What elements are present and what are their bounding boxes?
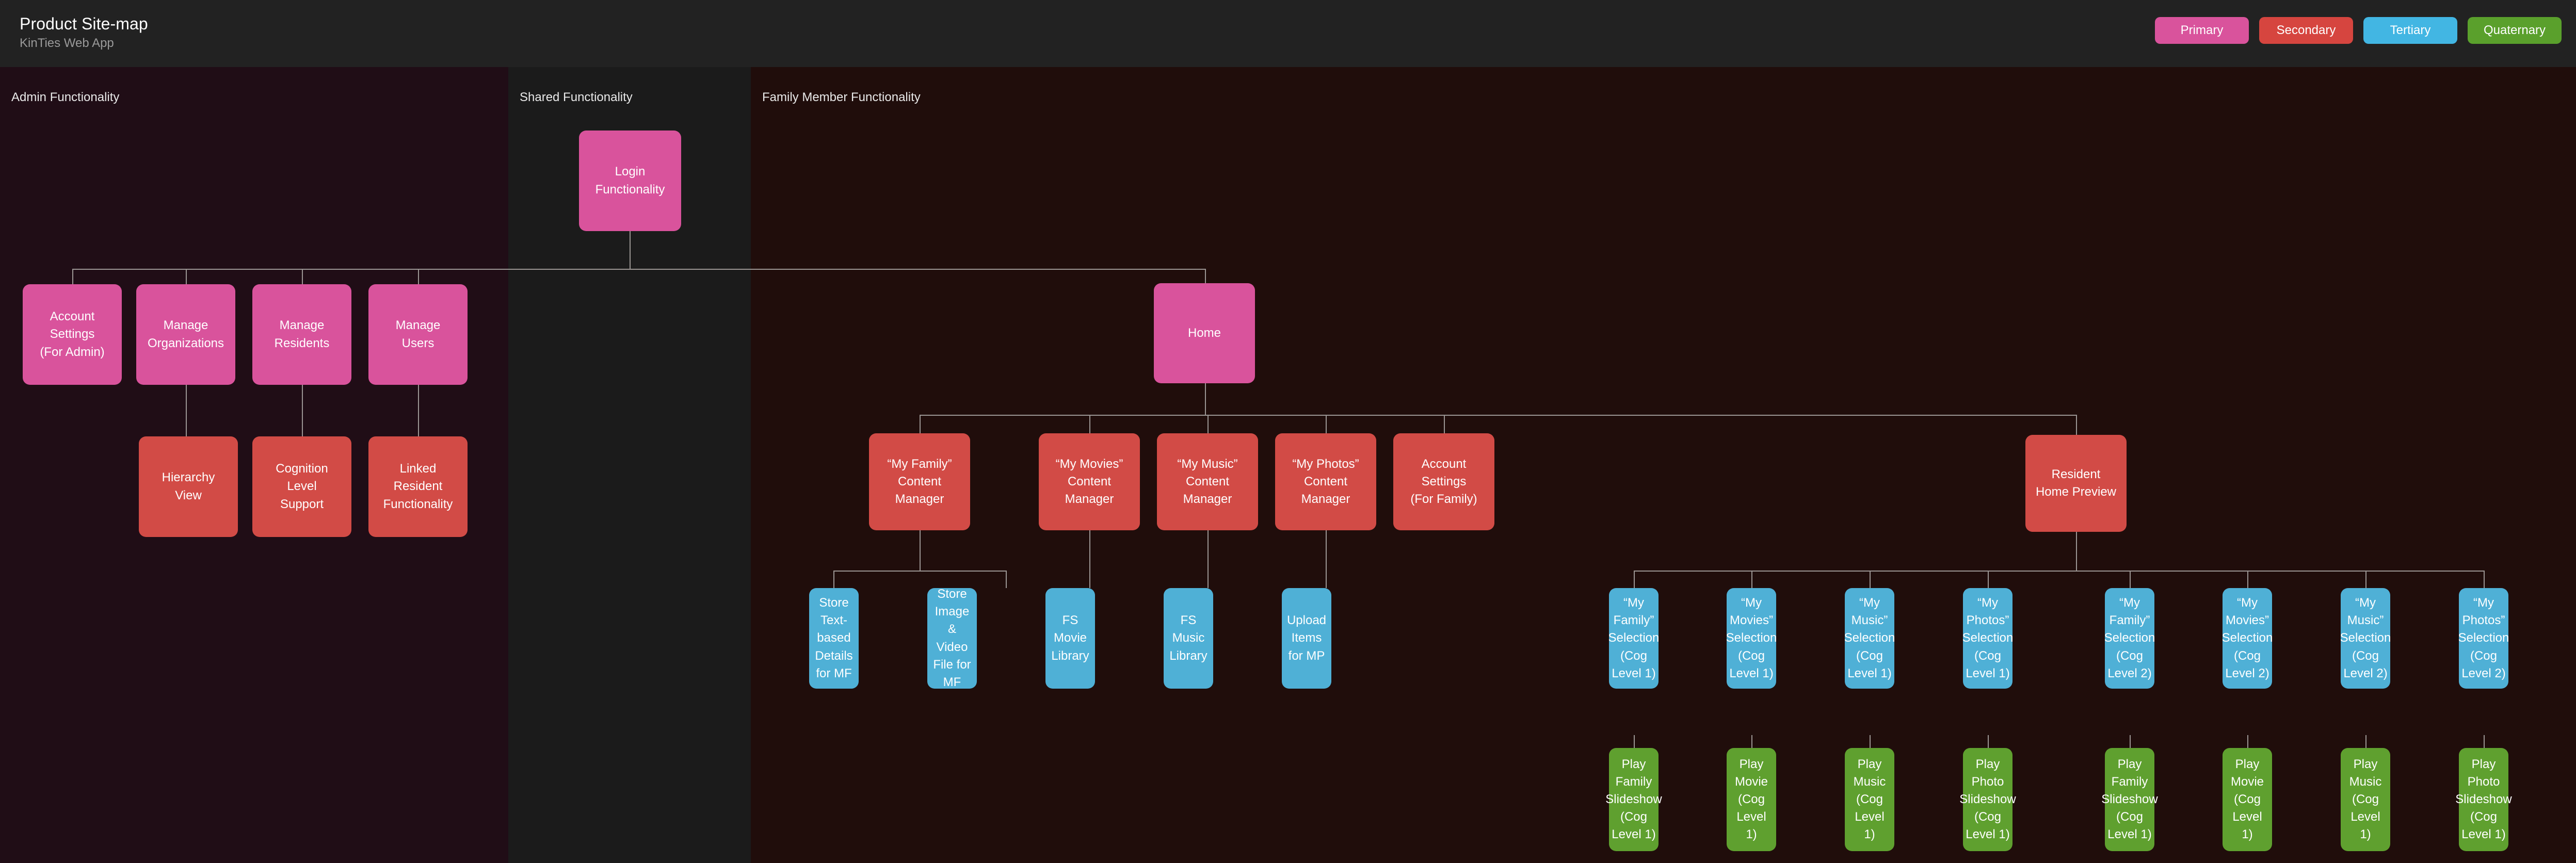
sitemap-node-cognition-level[interactable]: Cognition Level Support <box>252 436 351 537</box>
connector-line <box>302 337 303 436</box>
sitemap-node-hierarchy-view[interactable]: Hierarchy View <box>139 436 238 537</box>
sitemap-node-sel-photos-1[interactable]: “My Photos” Selection (Cog Level 1) <box>1962 588 2013 689</box>
sitemap-node-sel-music-2[interactable]: “My Music” Selection (Cog Level 2) <box>2340 588 2391 689</box>
sitemap-node-play-music-1[interactable]: Play Music (Cog Level 1) <box>1845 748 1894 851</box>
connector-line <box>2130 735 2131 748</box>
sitemap-node-manage-users[interactable]: Manage Users <box>368 284 468 385</box>
connector-line <box>1988 571 1989 588</box>
connector-line <box>2365 571 2366 588</box>
sitemap-node-sel-music-1[interactable]: “My Music” Selection (Cog Level 1) <box>1844 588 1895 689</box>
connector-line <box>1089 415 1090 433</box>
sitemap-node-home[interactable]: Home <box>1154 283 1255 383</box>
connector-line <box>1634 571 2484 572</box>
connector-line <box>1988 735 1989 748</box>
legend: Primary Secondary Tertiary Quaternary <box>2155 17 2562 44</box>
connector-line <box>1870 735 1871 748</box>
connector-line <box>2130 571 2131 588</box>
connector-line <box>1205 383 1206 415</box>
sitemap-node-cm-movies[interactable]: “My Movies” Content Manager <box>1039 433 1140 530</box>
legend-chip-primary[interactable]: Primary <box>2155 17 2249 44</box>
sitemap-node-play-family-1[interactable]: Play Family Slideshow (Cog Level 1) <box>1605 748 1662 851</box>
sitemap-node-play-music-2[interactable]: Play Music (Cog Level 1) <box>2341 748 2390 851</box>
connector-line <box>1870 571 1871 588</box>
sitemap-node-sel-movies-1[interactable]: “My Movies” Selection (Cog Level 1) <box>1726 588 1777 689</box>
sitemap-node-play-family-2[interactable]: Play Family Slideshow (Cog Level 1) <box>2101 748 2158 851</box>
connector-line <box>2247 571 2248 588</box>
connector-line <box>1006 571 1007 588</box>
connector-line <box>418 337 419 436</box>
sitemap-node-upload-mp[interactable]: Upload Items for MP <box>1282 588 1331 689</box>
connector-line <box>2076 532 2077 571</box>
connector-line <box>1751 735 1752 748</box>
connector-line <box>2484 735 2485 748</box>
column-label: Family Member Functionality <box>762 90 921 104</box>
connector-line <box>920 415 921 433</box>
sitemap-node-cm-photos[interactable]: “My Photos” Content Manager <box>1275 433 1376 530</box>
sitemap-node-sel-movies-2[interactable]: “My Movies” Selection (Cog Level 2) <box>2222 588 2273 689</box>
sitemap-node-store-text[interactable]: Store Text-based Details for MF <box>809 588 859 689</box>
connector-line <box>1751 571 1752 588</box>
sitemap-node-sel-photos-2[interactable]: “My Photos” Selection (Cog Level 2) <box>2458 588 2509 689</box>
connector-line <box>1444 415 1445 433</box>
connector-line <box>1205 269 1206 283</box>
connector-line <box>186 337 187 436</box>
connector-line <box>2365 735 2366 748</box>
connector-line <box>630 201 631 269</box>
sitemap-node-cm-music[interactable]: “My Music” Content Manager <box>1157 433 1258 530</box>
sitemap-node-store-image[interactable]: Store Image & Video File for MF <box>927 587 977 689</box>
sitemap-node-cm-family[interactable]: “My Family” Content Manager <box>869 433 970 530</box>
sitemap-node-play-photo-2[interactable]: Play Photo Slideshow (Cog Level 1) <box>2455 748 2512 851</box>
connector-line <box>302 269 303 284</box>
sitemap-node-login[interactable]: Login Functionality <box>579 131 681 231</box>
sitemap-node-resident-home[interactable]: Resident Home Preview <box>2025 435 2127 532</box>
sitemap-node-acct-admin[interactable]: Account Settings (For Admin) <box>23 284 122 385</box>
sitemap-node-sel-family-1[interactable]: “My Family” Selection (Cog Level 1) <box>1608 588 1659 689</box>
column-label: Admin Functionality <box>11 90 120 104</box>
connector-line <box>920 415 2076 416</box>
connector-line <box>1326 530 1327 588</box>
connector-line <box>418 269 419 284</box>
sitemap-node-fs-music[interactable]: FS Music Library <box>1164 588 1213 689</box>
connector-line <box>1634 571 1635 588</box>
sitemap-node-sel-family-2[interactable]: “My Family” Selection (Cog Level 2) <box>2104 588 2155 689</box>
connector-line <box>920 530 921 571</box>
legend-chip-tertiary[interactable]: Tertiary <box>2363 17 2457 44</box>
sitemap-node-acct-family[interactable]: Account Settings (For Family) <box>1393 433 1494 530</box>
page-title: Product Site-map <box>20 14 148 33</box>
connector-line <box>72 269 73 284</box>
connector-line <box>1326 415 1327 433</box>
connector-line <box>1634 735 1635 748</box>
sitemap-node-play-movie-1[interactable]: Play Movie (Cog Level 1) <box>1727 748 1776 851</box>
connector-line <box>2484 571 2485 588</box>
app-header: Product Site-map KinTies Web App Primary… <box>0 0 2576 67</box>
connector-line <box>2247 735 2248 748</box>
connector-line <box>2076 415 2077 435</box>
connector-line <box>1089 530 1090 588</box>
sitemap-node-linked-resident[interactable]: Linked Resident Functionality <box>368 436 468 537</box>
connector-line <box>186 269 187 284</box>
connector-line <box>72 269 1205 270</box>
legend-chip-quaternary[interactable]: Quaternary <box>2468 17 2562 44</box>
connector-line <box>833 571 1006 572</box>
sitemap-node-play-photo-1[interactable]: Play Photo Slideshow (Cog Level 1) <box>1959 748 2016 851</box>
connector-line <box>1208 415 1209 433</box>
connector-line <box>1208 530 1209 588</box>
page-subtitle: KinTies Web App <box>20 36 114 50</box>
column-band: Family Member Functionality <box>751 67 2576 863</box>
column-label: Shared Functionality <box>520 90 633 104</box>
legend-chip-secondary[interactable]: Secondary <box>2259 17 2353 44</box>
sitemap-node-manage-residents[interactable]: Manage Residents <box>252 284 351 385</box>
sitemap-node-play-movie-2[interactable]: Play Movie (Cog Level 1) <box>2223 748 2272 851</box>
connector-line <box>833 571 834 588</box>
sitemap-node-manage-orgs[interactable]: Manage Organizations <box>136 284 235 385</box>
sitemap-node-fs-movie[interactable]: FS Movie Library <box>1045 588 1095 689</box>
